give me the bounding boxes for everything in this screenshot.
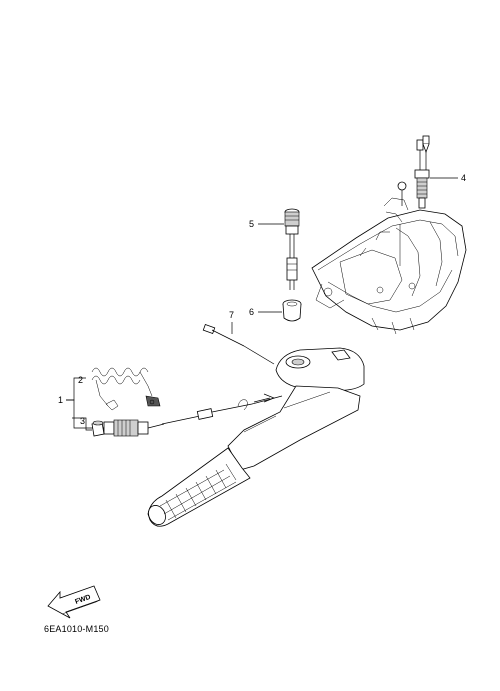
cap: [72, 417, 105, 437]
callout-6: 6: [249, 307, 254, 317]
lanyard-cord: [66, 367, 161, 411]
clip: [202, 322, 275, 365]
callout-5: 5: [249, 219, 254, 229]
neutral-switch: [397, 135, 458, 209]
grommet: [258, 299, 302, 322]
callout-7: 7: [229, 310, 234, 320]
callout-1: 1: [58, 395, 63, 405]
stop-switch: [258, 208, 300, 290]
tiller-handle: [147, 347, 365, 527]
callout-2: 2: [78, 375, 83, 385]
bottom-cowling: [311, 197, 467, 335]
callout-3: 3: [80, 416, 85, 426]
fwd-arrow-icon: FWD: [47, 585, 101, 619]
callout-4: 4: [461, 173, 466, 183]
diagram-code: 6EA1010-M150: [44, 624, 109, 634]
